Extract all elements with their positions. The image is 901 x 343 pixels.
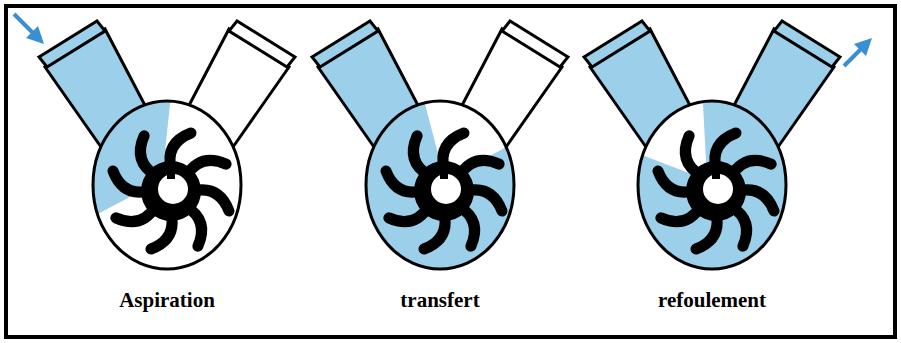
stage-label: transfert [398, 288, 481, 313]
stage-label: refoulement [656, 288, 768, 313]
stage-label: Aspiration [117, 288, 217, 313]
